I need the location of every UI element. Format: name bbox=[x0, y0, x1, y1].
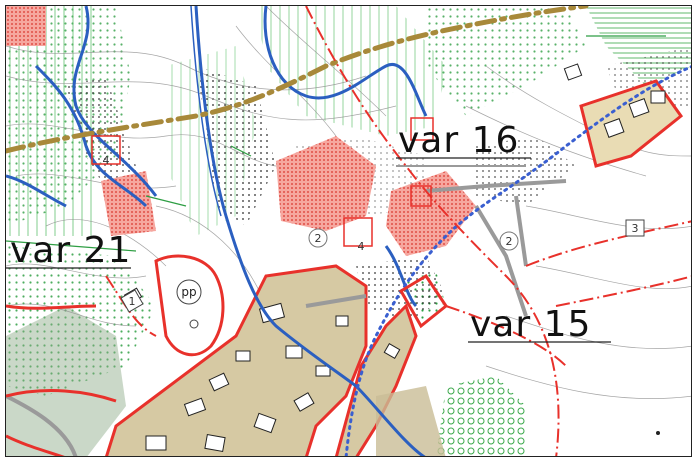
gray-roads bbox=[6, 165, 567, 456]
parcel-number-4a: 4 bbox=[358, 240, 365, 253]
parcel-number-1: 1 bbox=[129, 295, 136, 308]
blue-dotted-line bbox=[344, 65, 691, 456]
parcel-number-2a: 2 bbox=[315, 232, 322, 245]
forest-zones bbox=[6, 6, 691, 456]
red-boundary-lines bbox=[105, 6, 691, 456]
zoning-map[interactable]: 2 2 4 4 1 3 pp var 16 var 21 var 15 bbox=[6, 6, 692, 457]
label-var-16: var 16 bbox=[398, 120, 519, 161]
green-accents bbox=[6, 35, 666, 252]
variant-labels: var 16 var 21 var 15 bbox=[6, 120, 611, 345]
red-solid-boundaries bbox=[6, 254, 449, 456]
survey-point bbox=[656, 431, 660, 435]
pp-label: pp bbox=[181, 285, 196, 299]
label-var-15: var 15 bbox=[470, 304, 591, 345]
map-frame: 2 2 4 4 1 3 pp var 16 var 21 var 15 bbox=[5, 5, 692, 457]
parcel-number-3: 3 bbox=[632, 222, 639, 235]
red-hatched-zones bbox=[6, 6, 476, 256]
brown-path bbox=[6, 6, 589, 154]
pp-marker: pp bbox=[176, 279, 202, 329]
parcel-numbers: 2 2 4 4 1 3 bbox=[103, 154, 645, 313]
contour-lines bbox=[6, 6, 691, 399]
river-lines bbox=[6, 6, 428, 456]
parcel-number-2b: 2 bbox=[506, 235, 513, 248]
label-var-21: var 21 bbox=[10, 230, 131, 271]
marker-squares bbox=[91, 117, 434, 247]
parcel-number-4b: 4 bbox=[103, 154, 110, 167]
